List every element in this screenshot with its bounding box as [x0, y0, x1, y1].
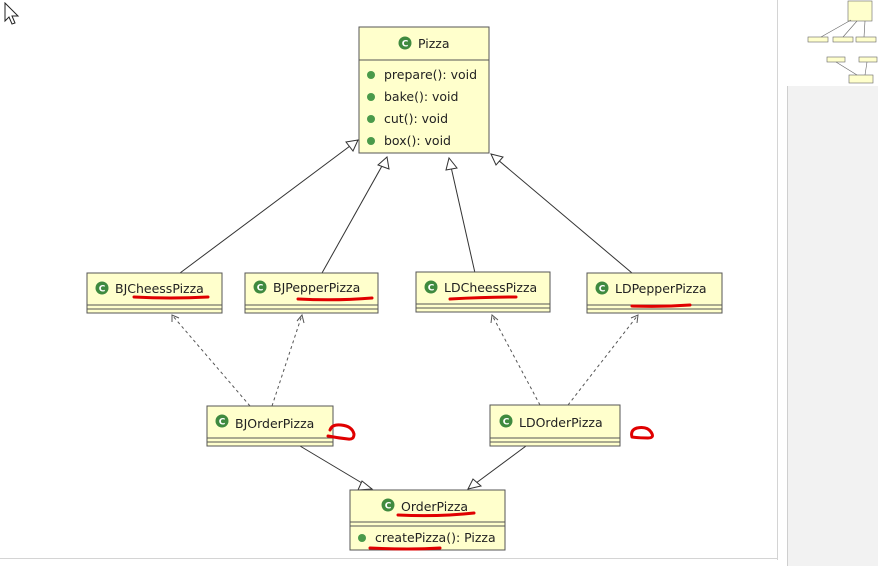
class-icon: [381, 498, 395, 512]
inheritance-arrowhead: [345, 139, 359, 152]
class-icon-letter: C: [99, 285, 106, 295]
class-icon: [499, 414, 513, 428]
method-bake: bake(): void: [384, 89, 458, 104]
class-icon-letter: C: [503, 418, 510, 428]
class-icon: [215, 414, 229, 428]
class-icon-letter: C: [257, 284, 264, 294]
class-icon-letter: C: [428, 284, 435, 294]
class-orderpizza[interactable]: C OrderPizza createPizza(): Pizza: [349, 489, 506, 551]
dependency-arrowhead: [490, 314, 499, 324]
mouse-cursor-icon: [4, 2, 20, 25]
method-prepare: prepare(): void: [384, 67, 477, 82]
dependency-arrowhead: [630, 314, 639, 324]
dependency-bjorder-bjpepper: [271, 314, 303, 407]
class-name: BJPepperPizza: [273, 280, 360, 295]
class-bjcheesspizza[interactable]: C BJCheessPizza: [86, 272, 223, 314]
class-name: BJCheessPizza: [115, 281, 204, 296]
class-icon: [424, 280, 438, 294]
edge-ldpepper-pizza: [490, 153, 633, 274]
edge-bjpepper-pizza: [321, 156, 388, 274]
edge-ldorder-order: [467, 445, 527, 490]
canvas-border: [777, 0, 778, 560]
dependency-arrowhead: [296, 313, 305, 324]
class-name: BJOrderPizza: [235, 416, 314, 431]
class-name: Pizza: [418, 36, 450, 51]
class-icon-letter: C: [219, 418, 226, 428]
class-icon-letter: C: [385, 502, 392, 512]
class-bjpepperpizza[interactable]: C BJPepperPizza: [244, 272, 379, 314]
edge-ldcheess-pizza: [448, 157, 476, 274]
method-box: box(): void: [384, 133, 451, 148]
class-icon: [398, 36, 412, 50]
diagram-overview[interactable]: [787, 0, 878, 86]
class-name: OrderPizza: [401, 499, 468, 514]
inheritance-arrowhead: [490, 153, 504, 166]
class-ldorderpizza[interactable]: C LDOrderPizza: [489, 404, 621, 447]
class-name: LDOrderPizza: [519, 415, 603, 430]
red-annotations: [132, 295, 692, 551]
dependency-bjorder-bjcheess: [171, 314, 251, 407]
inheritance-arrowhead: [445, 156, 458, 171]
method-cut: cut(): void: [384, 111, 448, 126]
canvas-border: [0, 558, 778, 559]
class-icon: [95, 281, 109, 295]
inheritance-arrowhead: [377, 156, 390, 170]
dependency-ldorder-ldcheess: [491, 314, 541, 406]
inheritance-arrowhead: [467, 478, 483, 490]
class-icon-letter: C: [402, 40, 409, 50]
method-icon: [367, 71, 375, 79]
class-icon-letter: C: [599, 285, 606, 295]
overview-thumbnail: [807, 0, 878, 84]
method-icon: [367, 93, 375, 101]
method-icon: [367, 115, 375, 123]
class-icon: [253, 280, 267, 294]
method-icon: [367, 137, 375, 145]
method-icon: [358, 534, 366, 542]
outline-pane: [787, 0, 878, 566]
dependency-arrowhead: [171, 314, 180, 322]
class-diagram: C Pizza prepare(): void bake(): void cut…: [86, 26, 723, 551]
edge-bjcheess-pizza: [179, 139, 359, 274]
class-bjorderpizza[interactable]: C BJOrderPizza: [206, 405, 334, 447]
class-pizza[interactable]: C Pizza prepare(): void bake(): void cut…: [358, 26, 490, 154]
edge-bjorder-order: [299, 445, 373, 490]
class-name: LDCheessPizza: [444, 280, 537, 295]
dependency-ldorder-ldpepper: [567, 314, 639, 406]
class-ldcheesspizza[interactable]: C LDCheessPizza: [415, 271, 551, 313]
method-createpizza: createPizza(): Pizza: [375, 530, 496, 545]
class-icon: [595, 281, 609, 295]
class-name: LDPepperPizza: [615, 281, 707, 296]
